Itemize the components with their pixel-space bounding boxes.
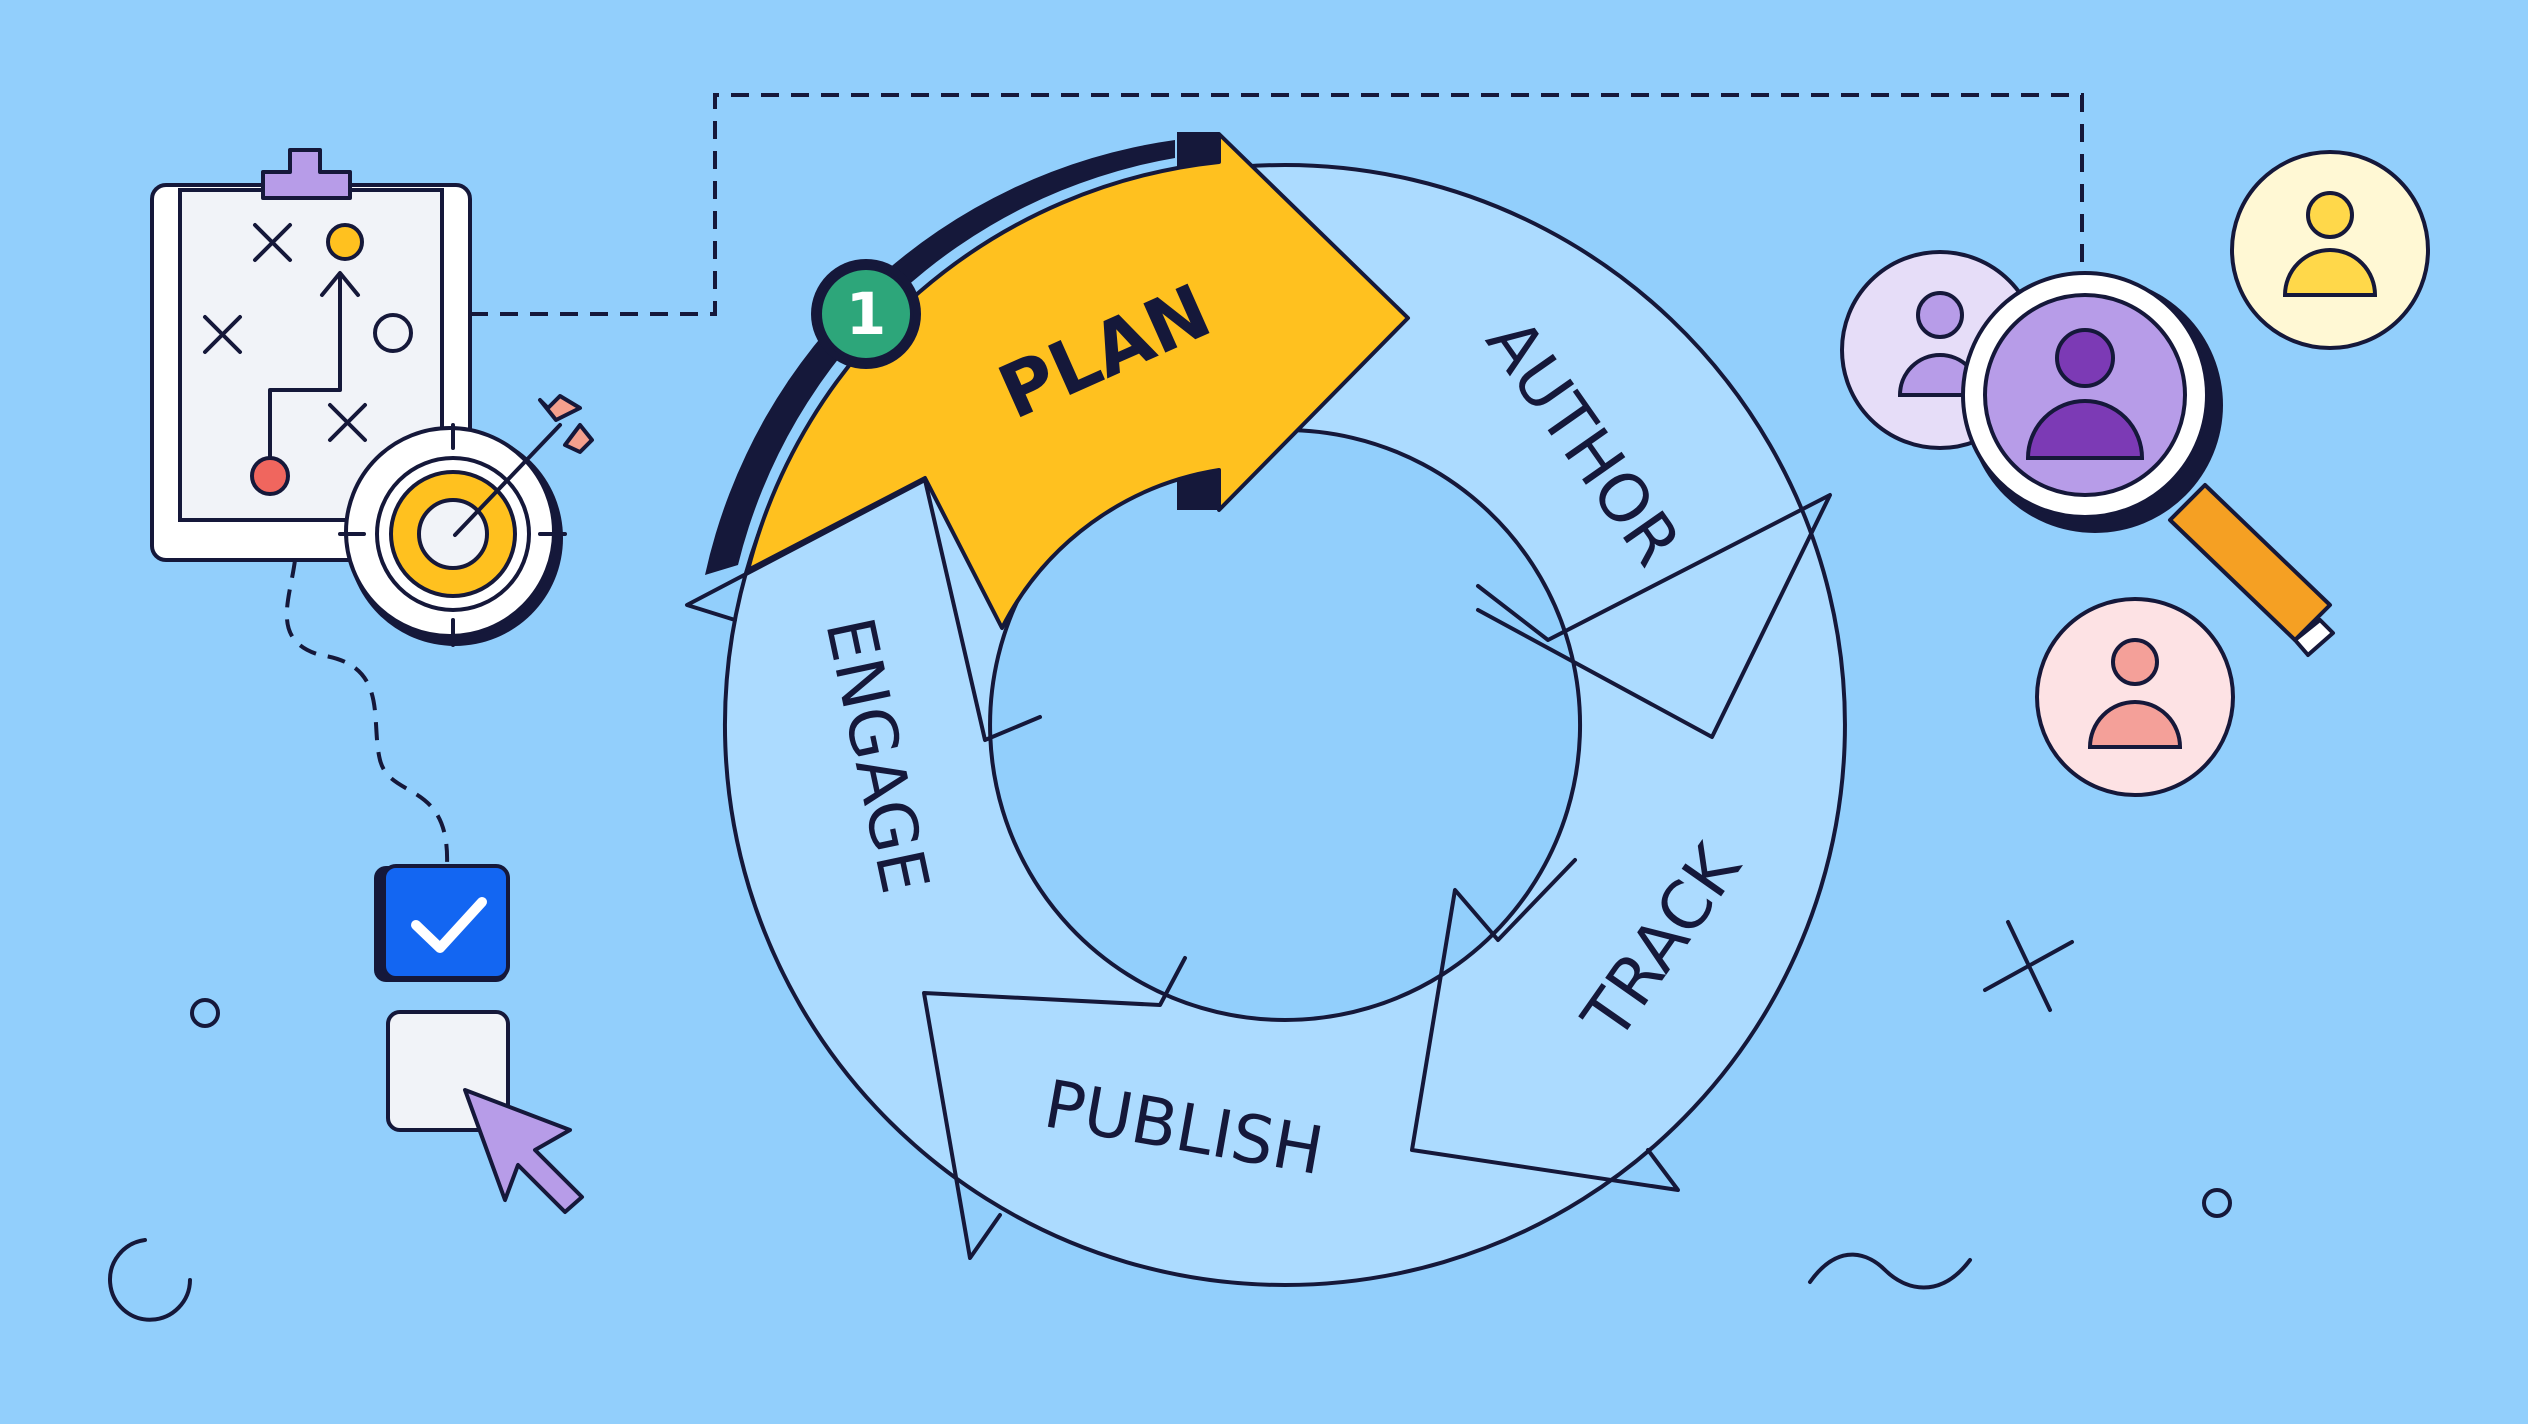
author-arrowhead [1476, 493, 1832, 739]
publish-arrowhead [922, 956, 1187, 1260]
track-arrowhead [1410, 858, 1680, 1192]
decorative-shapes [108, 920, 2232, 1322]
magnifier-icon [1961, 271, 2335, 657]
cycle-ring: PLAN AUTHOR TRACK PUBLISH ENGAGE 1 [685, 132, 1847, 1287]
plan-arrow [746, 132, 1410, 630]
user-icon [2035, 597, 2235, 797]
arrow-icon [453, 394, 594, 537]
dashed-connector [284, 93, 2084, 866]
target-icon [338, 423, 567, 647]
step-badge: 1 [811, 259, 921, 369]
user-icon [2230, 150, 2430, 350]
checkbox-checked-icon[interactable] [374, 864, 510, 982]
plan-segment[interactable] [705, 132, 1410, 630]
step-badge-number: 1 [846, 280, 886, 348]
cursor-icon [463, 1088, 584, 1214]
